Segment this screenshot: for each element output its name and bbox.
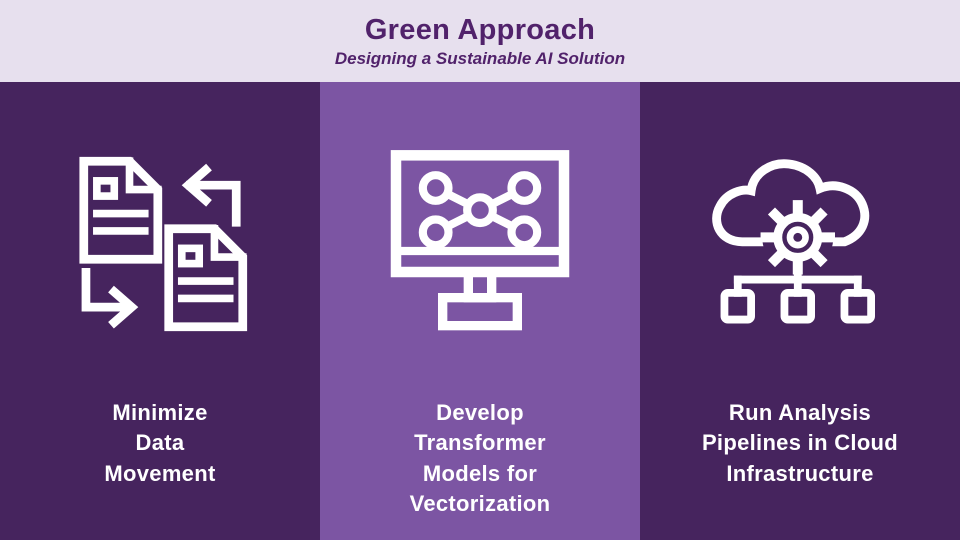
panel-transformer-models: Develop Transformer Models for Vectoriza… [320,82,640,540]
header: Green Approach Designing a Sustainable A… [0,0,960,82]
cloud-gear-infrastructure-icon [700,116,900,372]
transformer-network-monitor-icon [375,116,585,372]
panel-minimize-data-movement: Minimize Data Movement [0,82,320,540]
panel-caption-transformer-models: Develop Transformer Models for Vectoriza… [409,400,551,517]
slide-title: Green Approach [364,13,596,46]
panel-caption-cloud-pipelines: Run Analysis Pipelines in Cloud Infrastr… [701,400,899,486]
panel-caption-minimize-data-movement: Minimize Data Movement [104,400,216,486]
panels: Minimize Data Movement [0,82,960,540]
slide-subtitle: Designing a Sustainable AI Solution [334,48,626,68]
panel-cloud-pipelines: Run Analysis Pipelines in Cloud Infrastr… [640,82,960,540]
document-transfer-icon [62,116,258,372]
